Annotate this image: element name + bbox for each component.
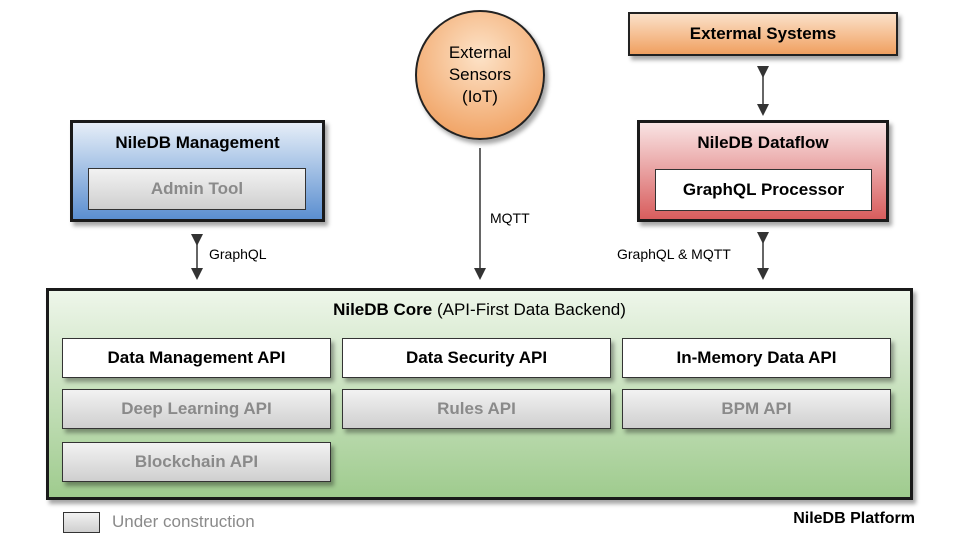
external-systems-box: Extermal Systems: [628, 12, 898, 56]
admin-tool-box: Admin Tool: [88, 168, 306, 210]
sensors-line-2: Sensors: [448, 65, 512, 84]
legend-swatch: [63, 512, 100, 533]
graphql-mqtt-label: GraphQL & MQTT: [617, 246, 731, 262]
graphql-processor-box: GraphQL Processor: [655, 169, 872, 211]
niledb-management-title: NileDB Management: [115, 133, 280, 152]
sensors-line-3: (IoT): [462, 87, 498, 106]
sensors-line-1: External: [448, 43, 512, 62]
mqtt-label: MQTT: [490, 210, 530, 226]
core-title-bold: NileDB Core: [333, 300, 433, 319]
data-management-api: Data Management API: [62, 338, 331, 378]
rules-api: Rules API: [342, 389, 611, 429]
in-memory-data-api: In-Memory Data API: [622, 338, 891, 378]
platform-label: NileDB Platform: [793, 510, 915, 527]
niledb-dataflow-title: NileDB Dataflow: [697, 133, 829, 152]
blockchain-api: Blockchain API: [62, 442, 331, 482]
legend-label: Under construction: [112, 512, 255, 531]
deep-learning-api: Deep Learning API: [62, 389, 331, 429]
bpm-api: BPM API: [622, 389, 891, 429]
data-security-api: Data Security API: [342, 338, 611, 378]
external-sensors-node: External Sensors (IoT): [415, 10, 545, 140]
core-title-subtitle: (API-First Data Backend): [432, 300, 626, 319]
niledb-core-title: NileDB Core (API-First Data Backend): [46, 300, 913, 320]
graphql-label: GraphQL: [209, 246, 267, 262]
